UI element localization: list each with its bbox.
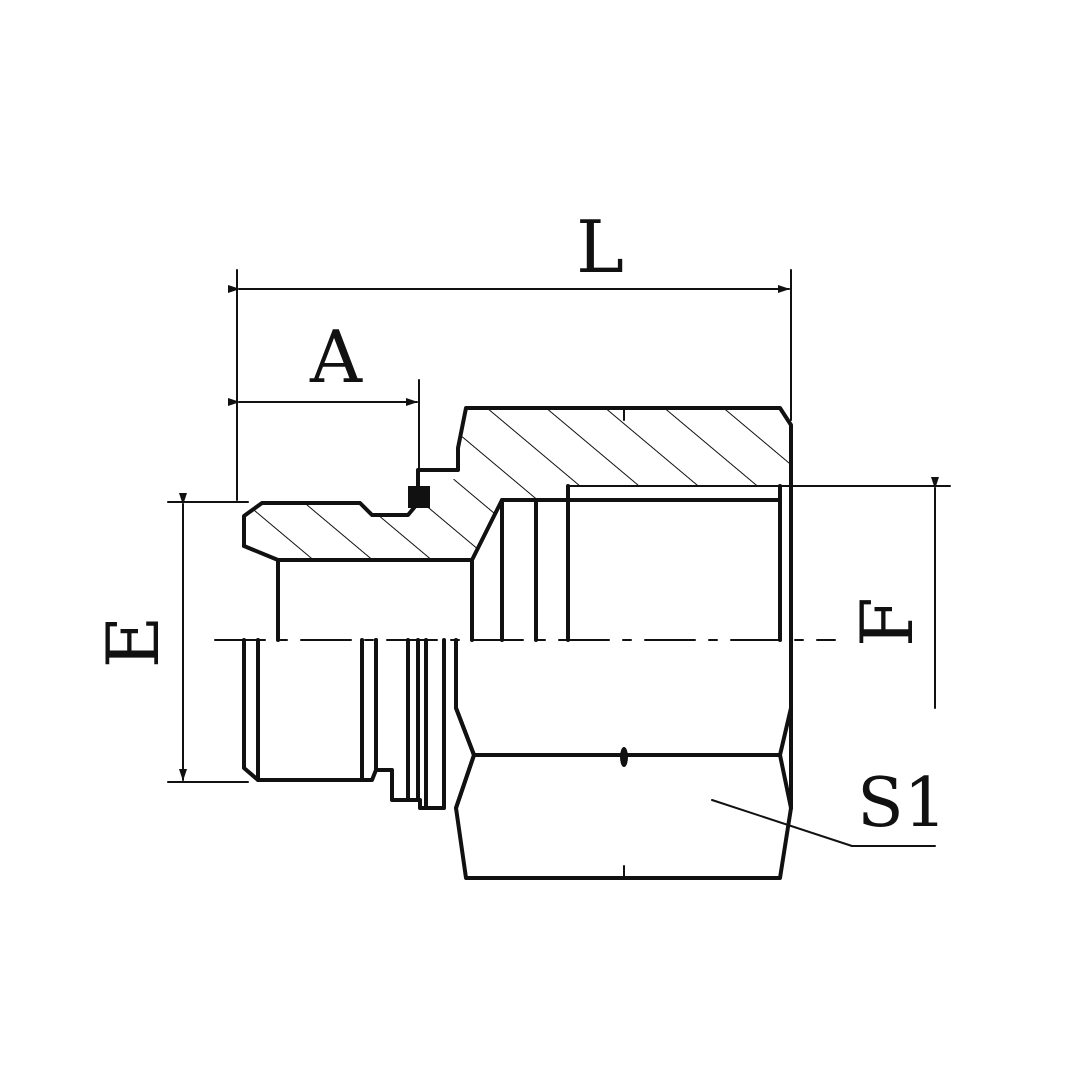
label-s1: S1 <box>857 764 947 843</box>
upper-section-view <box>242 406 793 642</box>
lower-external-view <box>242 638 793 880</box>
label-e: E <box>91 616 175 669</box>
o-ring <box>408 486 430 508</box>
dimension-s1: S1 <box>711 764 947 847</box>
hex-notch-middle <box>620 747 628 767</box>
label-l: L <box>576 205 624 289</box>
leader-line-s1 <box>711 799 853 847</box>
section-hatch <box>244 408 791 560</box>
label-a: A <box>309 315 363 399</box>
label-f: F <box>845 597 929 647</box>
dimension-f: F <box>789 477 951 709</box>
dimension-e: E <box>91 493 249 783</box>
dimension-l: L <box>228 205 792 501</box>
undercut-outline <box>374 638 410 802</box>
washer-outline <box>406 638 446 810</box>
male-stud-outline <box>242 638 378 782</box>
dimension-a: A <box>228 315 420 471</box>
hex-flat-lower <box>454 753 793 810</box>
